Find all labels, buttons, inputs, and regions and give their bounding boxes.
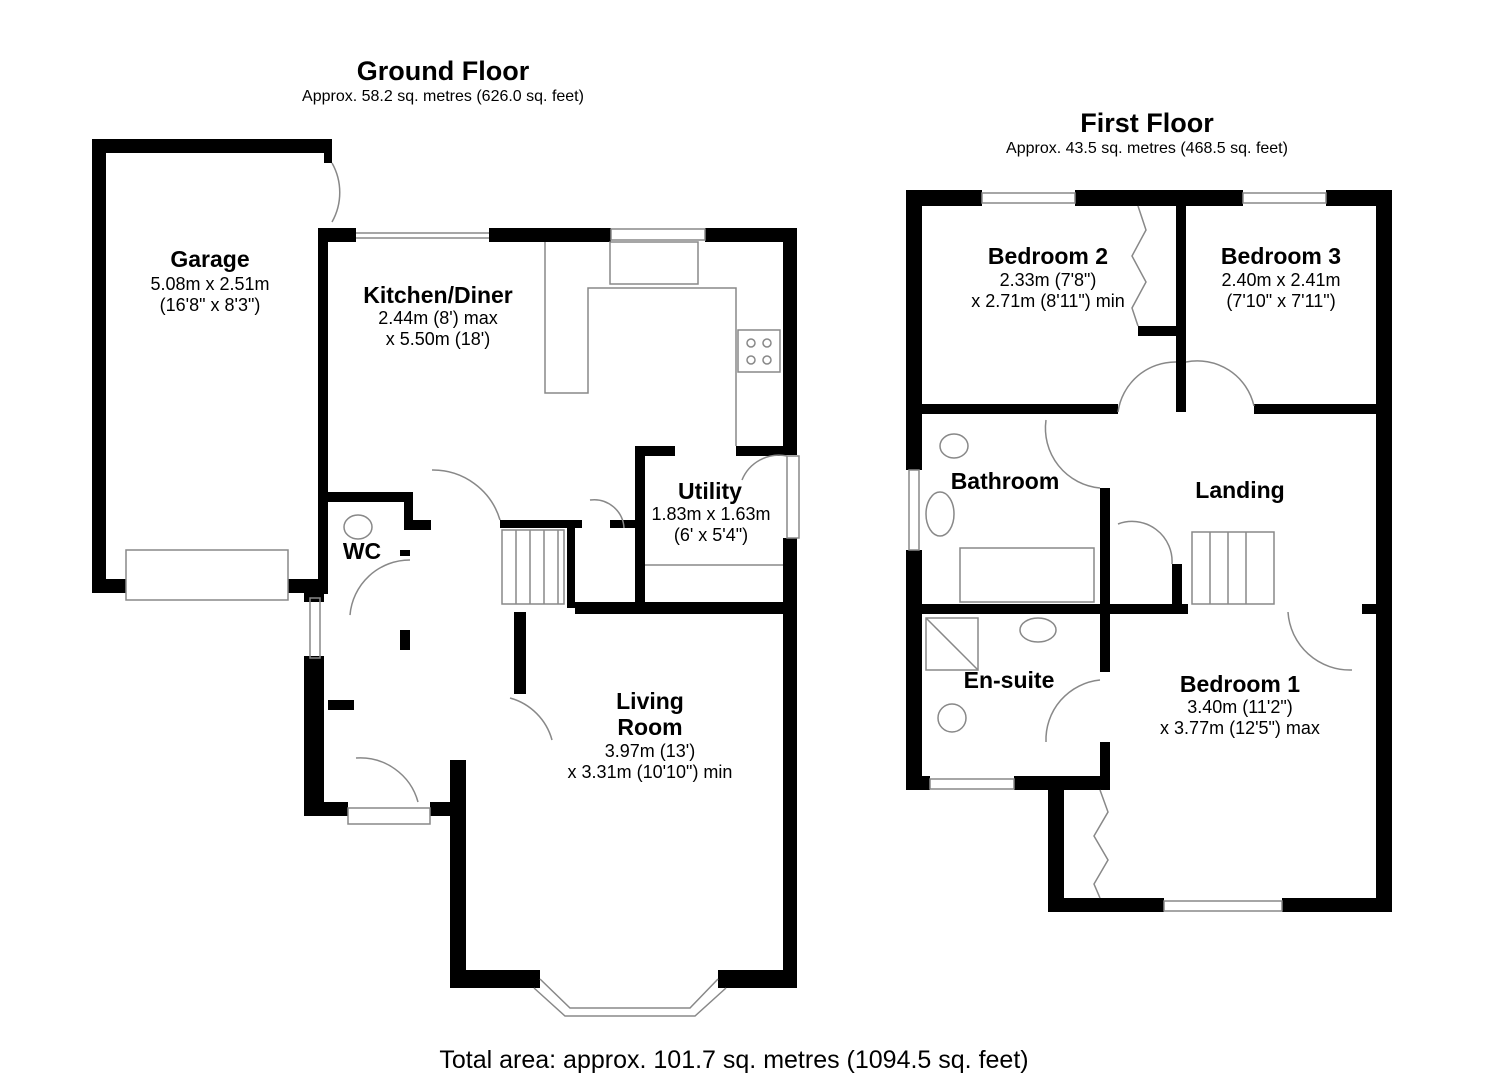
total-area: Total area: approx. 101.7 sq. metres (10…	[439, 1046, 1029, 1074]
room-dim-bedroom3-1: 2.40m x 2.41m	[1221, 270, 1341, 290]
room-name-bathroom: Bathroom	[950, 468, 1060, 494]
room-name-landing: Landing	[1195, 477, 1285, 503]
room-dim-kitchen-1: 2.44m (8') max	[378, 308, 498, 328]
room-dim-garage-1: 5.08m x 2.51m	[150, 274, 270, 294]
room-name-bedroom3: Bedroom 3	[1220, 243, 1342, 269]
ground-floor-title: Ground Floor	[356, 56, 530, 86]
room-name-utility: Utility	[678, 478, 742, 504]
room-dim-bedroom1-1: 3.40m (11'2")	[1187, 697, 1293, 717]
room-name-bedroom1: Bedroom 1	[1179, 671, 1301, 697]
first-floor-fixtures	[908, 192, 1353, 912]
room-dim-bedroom3-2: (7'10" x 7'11")	[1226, 291, 1336, 311]
room-dim-bedroom1-2: x 3.77m (12'5") max	[1160, 718, 1320, 738]
room-dim-garage-2: (16'8" x 8'3")	[159, 295, 261, 315]
room-dim-bedroom2-1: 2.33m (7'8")	[999, 270, 1097, 290]
room-name-living-1: Living	[616, 688, 684, 714]
room-name-wc: WC	[342, 538, 382, 564]
room-name-kitchen: Kitchen/Diner	[363, 282, 513, 308]
room-dim-utility-2: (6' x 5'4")	[673, 525, 749, 545]
room-dim-living-1: 3.97m (13')	[604, 741, 696, 761]
ground-floor-area: Approx. 58.2 sq. metres (626.0 sq. feet)	[302, 88, 584, 105]
first-floor-walls	[906, 190, 1392, 912]
room-dim-utility-1: 1.83m x 1.63m	[651, 504, 771, 524]
room-name-living-2: Room	[617, 714, 683, 740]
room-dim-living-2: x 3.31m (10'10") min	[567, 762, 733, 782]
ground-floor-fixtures	[125, 162, 800, 1017]
room-dim-kitchen-2: x 5.50m (18')	[385, 329, 491, 349]
first-floor-area: Approx. 43.5 sq. metres (468.5 sq. feet)	[1006, 140, 1288, 157]
ground-floor-walls	[92, 139, 797, 988]
room-name-bedroom2: Bedroom 2	[987, 243, 1109, 269]
room-dim-bedroom2-2: x 2.71m (8'11") min	[971, 291, 1125, 311]
room-name-garage: Garage	[170, 246, 250, 272]
first-floor-title: First Floor	[1080, 108, 1214, 138]
room-name-ensuite: En-suite	[963, 667, 1055, 693]
